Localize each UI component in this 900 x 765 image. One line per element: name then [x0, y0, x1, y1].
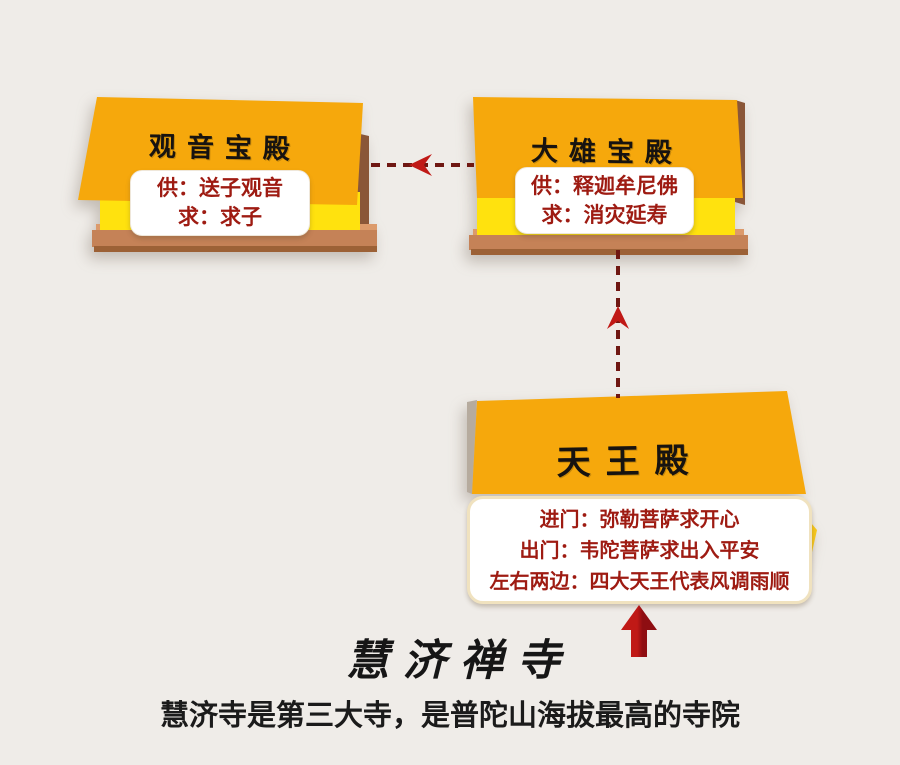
- tianwang-hall: 天王殿 进门：弥勒菩萨求开心 出门：韦陀菩萨求出入平安 左右两边：四大天王代表风…: [445, 382, 900, 604]
- guanyin-hall-title: 观音宝殿: [148, 131, 302, 166]
- page-title: 慧济禅寺: [346, 636, 574, 686]
- page-subtitle: 慧济寺是第三大寺，是普陀山海拔最高的寺院: [159, 698, 740, 732]
- daxiong-hall-label: 供：释迦牟尼佛 求：消灾延寿: [515, 167, 694, 234]
- entrance-arrow-icon: [621, 605, 657, 657]
- route-arrow-up-icon: [607, 250, 629, 398]
- tianwang-hall-line-1: 进门：弥勒菩萨求开心: [539, 506, 740, 531]
- tianwang-hall-line-3: 左右两边：四大天王代表风调雨顺: [489, 568, 790, 593]
- route-arrow-left-icon: [371, 154, 474, 176]
- daxiong-hall-line-2: 求：消灾延寿: [541, 202, 668, 227]
- daxiong-hall: 大雄宝殿 供：释迦牟尼佛 求：消灾延寿: [452, 88, 762, 264]
- daxiong-hall-line-1: 供：释迦牟尼佛: [531, 173, 678, 198]
- tianwang-hall-line-2: 出门：韦陀菩萨求出入平安: [519, 537, 760, 562]
- guanyin-hall-line-2: 求：求子: [178, 205, 262, 229]
- tianwang-hall-label: 进门：弥勒菩萨求开心 出门：韦陀菩萨求出入平安 左右两边：四大天王代表风调雨顺: [467, 496, 812, 604]
- tianwang-hall-title: 天王殿: [556, 440, 704, 484]
- guanyin-hall: 观音宝殿 供：送子观音 求：求子: [60, 88, 390, 264]
- guanyin-hall-label: 供：送子观音 求：求子: [130, 170, 310, 236]
- daxiong-hall-title: 大雄宝殿: [530, 135, 684, 170]
- guanyin-hall-line-1: 供：送子观音: [157, 176, 283, 200]
